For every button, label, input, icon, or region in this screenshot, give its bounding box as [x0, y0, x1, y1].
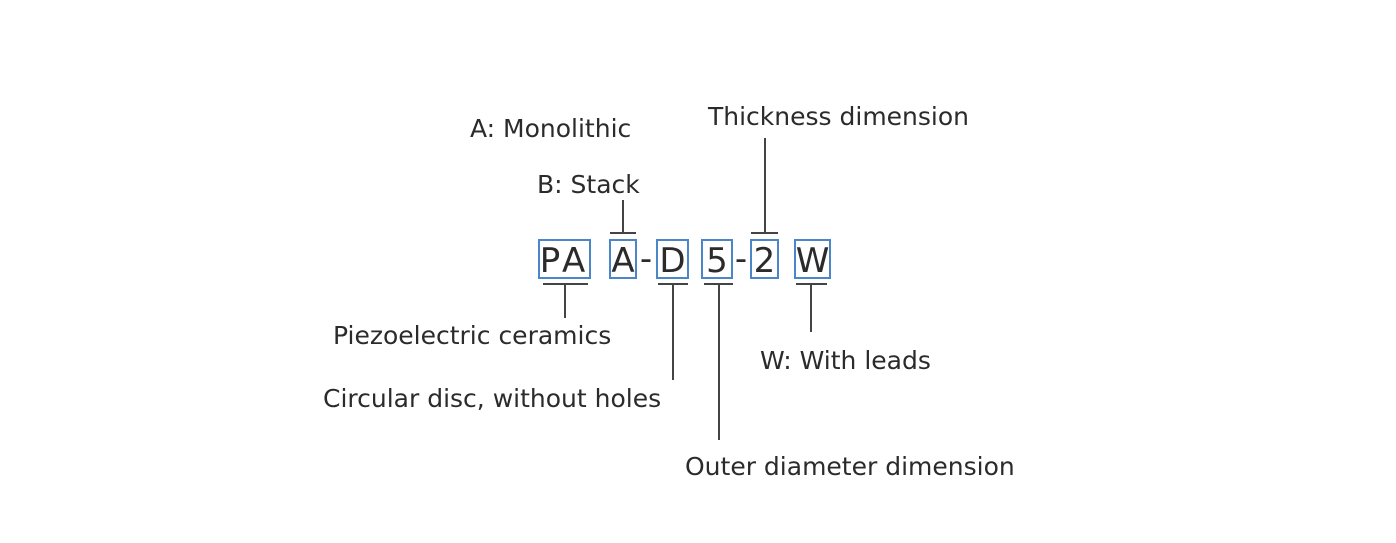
box-a — [609, 239, 637, 279]
leader-2 — [751, 138, 778, 234]
label-stack: B: Stack — [537, 170, 640, 199]
code-5: 5 — [706, 241, 728, 281]
leader-d — [658, 283, 688, 380]
leader-5 — [704, 283, 733, 440]
leader-pa — [543, 283, 588, 318]
code-2: 2 — [754, 241, 776, 281]
code-d: D — [659, 241, 685, 281]
box-w — [794, 239, 831, 279]
label-circular-disc: Circular disc, without holes — [323, 384, 661, 413]
code-a: A — [611, 241, 634, 281]
label-with-leads: W: With leads — [760, 346, 931, 375]
leader-w — [796, 283, 827, 332]
code-dash-1: - — [640, 239, 652, 279]
leader-a — [610, 200, 636, 234]
label-piezoelectric: Piezoelectric ceramics — [333, 321, 611, 350]
code-w: W — [796, 241, 830, 281]
label-monolithic: A: Monolithic — [470, 114, 631, 143]
label-outer-diameter: Outer diameter dimension — [685, 452, 1015, 481]
box-2 — [750, 239, 779, 279]
code-dash-2: - — [735, 239, 747, 279]
label-thickness: Thickness dimension — [707, 102, 969, 131]
code-pa: PA — [540, 241, 590, 281]
box-5 — [701, 239, 733, 279]
box-pa — [538, 239, 591, 279]
box-d — [656, 239, 689, 279]
